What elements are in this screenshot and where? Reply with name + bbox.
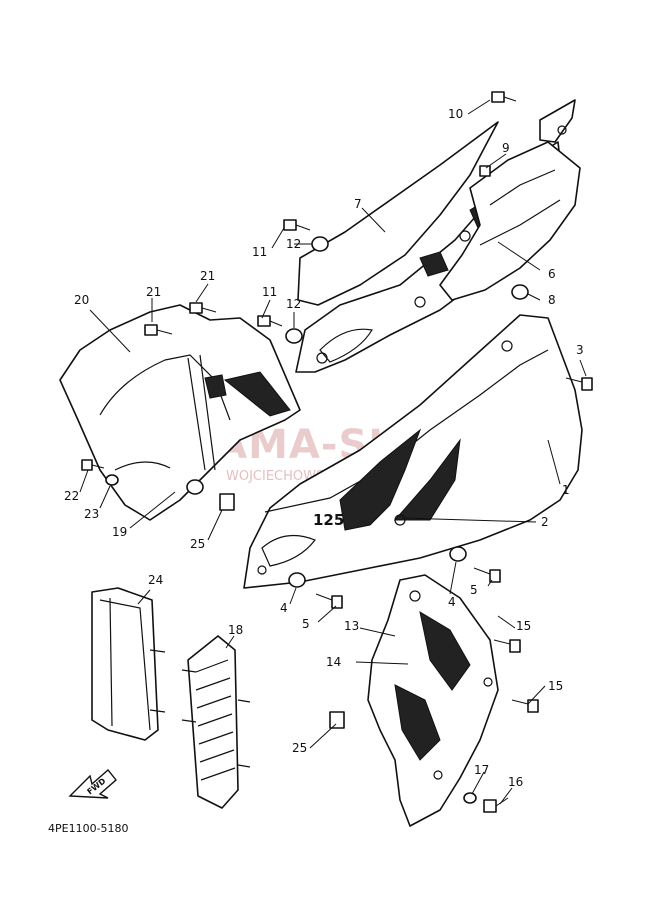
bolt-21b bbox=[189, 302, 217, 314]
fwd-arrow-icon bbox=[68, 768, 117, 799]
callout-4a: 4 bbox=[448, 595, 456, 609]
callout-8: 8 bbox=[548, 293, 556, 307]
callout-5b: 5 bbox=[302, 617, 310, 631]
callout-10: 10 bbox=[448, 107, 463, 121]
callout-13: 13 bbox=[344, 619, 359, 633]
leader-lines bbox=[79, 99, 587, 805]
callout-4b: 4 bbox=[280, 601, 288, 615]
callout-11b: 11 bbox=[262, 285, 277, 299]
grommet-19 bbox=[186, 479, 204, 495]
callout-25b: 25 bbox=[292, 741, 307, 755]
decal-125-text: 125 bbox=[313, 511, 344, 529]
part-24-radiator-cover bbox=[91, 587, 166, 741]
callout-16: 16 bbox=[508, 775, 523, 789]
grommet-4a bbox=[449, 546, 467, 562]
grommet-4b bbox=[288, 572, 306, 588]
callout-12b: 12 bbox=[286, 297, 301, 311]
grommet-8 bbox=[511, 284, 529, 300]
nut-25a bbox=[219, 493, 235, 511]
part-1-side-cover: 125 bbox=[243, 314, 583, 589]
figure-code: 4PE1100-5180 bbox=[48, 822, 129, 835]
part-6-side-bracket bbox=[439, 99, 581, 301]
callout-2: 2 bbox=[541, 515, 549, 529]
callout-23: 23 bbox=[84, 507, 99, 521]
callout-18: 18 bbox=[228, 623, 243, 637]
bolt-15b bbox=[511, 699, 539, 713]
part-18-radiator-louver bbox=[181, 635, 251, 809]
callout-15b: 15 bbox=[548, 679, 563, 693]
bolt-21a bbox=[144, 324, 173, 336]
callout-17: 17 bbox=[474, 763, 489, 777]
callout-3: 3 bbox=[576, 343, 584, 357]
callout-1: 1 bbox=[562, 483, 570, 497]
callout-5a: 5 bbox=[470, 583, 478, 597]
part-20-radiator-shroud bbox=[59, 304, 301, 521]
callout-22: 22 bbox=[64, 489, 79, 503]
washer-23 bbox=[105, 474, 119, 486]
grommet-12b bbox=[285, 328, 303, 344]
callout-15a: 15 bbox=[516, 619, 531, 633]
bolt-22 bbox=[81, 459, 105, 471]
callout-labels: 1 2 3 4 4 5 5 6 7 8 9 10 11 11 12 12 13 … bbox=[64, 107, 584, 789]
callout-19: 19 bbox=[112, 525, 127, 539]
callout-25a: 25 bbox=[190, 537, 205, 551]
callout-20: 20 bbox=[74, 293, 89, 307]
bolt-15a bbox=[493, 639, 521, 653]
callout-11a: 11 bbox=[252, 245, 267, 259]
callout-6: 6 bbox=[548, 267, 556, 281]
bolt-11a bbox=[283, 219, 311, 231]
callout-14: 14 bbox=[326, 655, 341, 669]
callout-7: 7 bbox=[354, 197, 362, 211]
grommet-12a bbox=[311, 236, 329, 252]
nut-25b bbox=[329, 711, 345, 729]
bolt-5b bbox=[315, 593, 343, 609]
bolt-9 bbox=[479, 165, 491, 177]
bolt-5a bbox=[473, 567, 501, 583]
part-13-lower-side-cover bbox=[367, 574, 499, 827]
callout-21b: 21 bbox=[200, 269, 215, 283]
callout-12a: 12 bbox=[286, 237, 301, 251]
bolt-11b bbox=[257, 315, 283, 327]
bolt-10 bbox=[491, 91, 517, 103]
hardware bbox=[81, 91, 593, 813]
callout-9: 9 bbox=[502, 141, 510, 155]
bolt-16 bbox=[483, 797, 509, 813]
washer-17 bbox=[463, 792, 477, 804]
callout-24: 24 bbox=[148, 573, 163, 587]
fwd-arrow: FWD bbox=[68, 768, 117, 799]
callout-21a: 21 bbox=[146, 285, 161, 299]
bolt-3 bbox=[565, 377, 593, 391]
